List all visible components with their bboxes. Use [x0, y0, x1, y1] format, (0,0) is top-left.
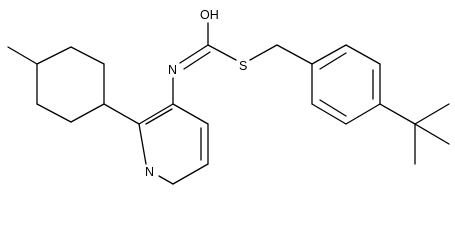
- pyridine-ring: [138, 103, 209, 185]
- cyclohexane-ring: [36, 46, 105, 123]
- benzene-ring: [311, 44, 381, 125]
- structure-canvas: OH N S N: [7, 8, 450, 185]
- tert-butyl-group: [379, 103, 450, 165]
- thioester-bond: [207, 44, 237, 61]
- imine-double-bond: [179, 44, 211, 70]
- hydroxyl-label: OH: [200, 8, 219, 22]
- methylene-bond: [249, 44, 313, 65]
- sulfur-label: S: [239, 59, 247, 73]
- imine-nitrogen-label: N: [168, 63, 177, 77]
- ring-link-bond: [103, 103, 140, 125]
- chemical-structure: OH N S N: [7, 8, 450, 185]
- methyl-group: [7, 46, 38, 65]
- pyridine-nitrogen-label: N: [145, 165, 154, 179]
